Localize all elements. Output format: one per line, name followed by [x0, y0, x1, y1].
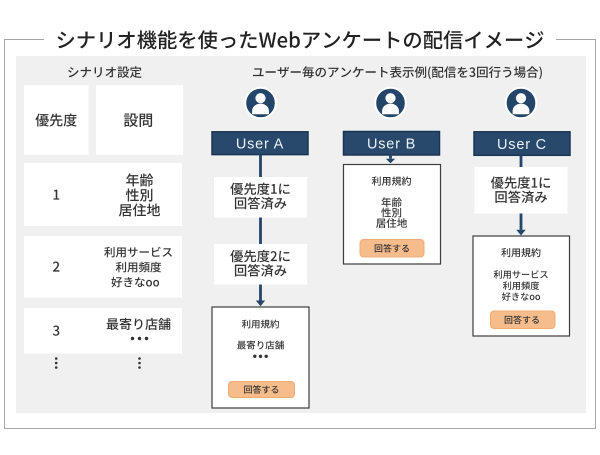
svg-text:User A: User A — [236, 136, 284, 152]
svg-text:User B: User B — [367, 136, 416, 152]
svg-text:User C: User C — [497, 137, 547, 153]
